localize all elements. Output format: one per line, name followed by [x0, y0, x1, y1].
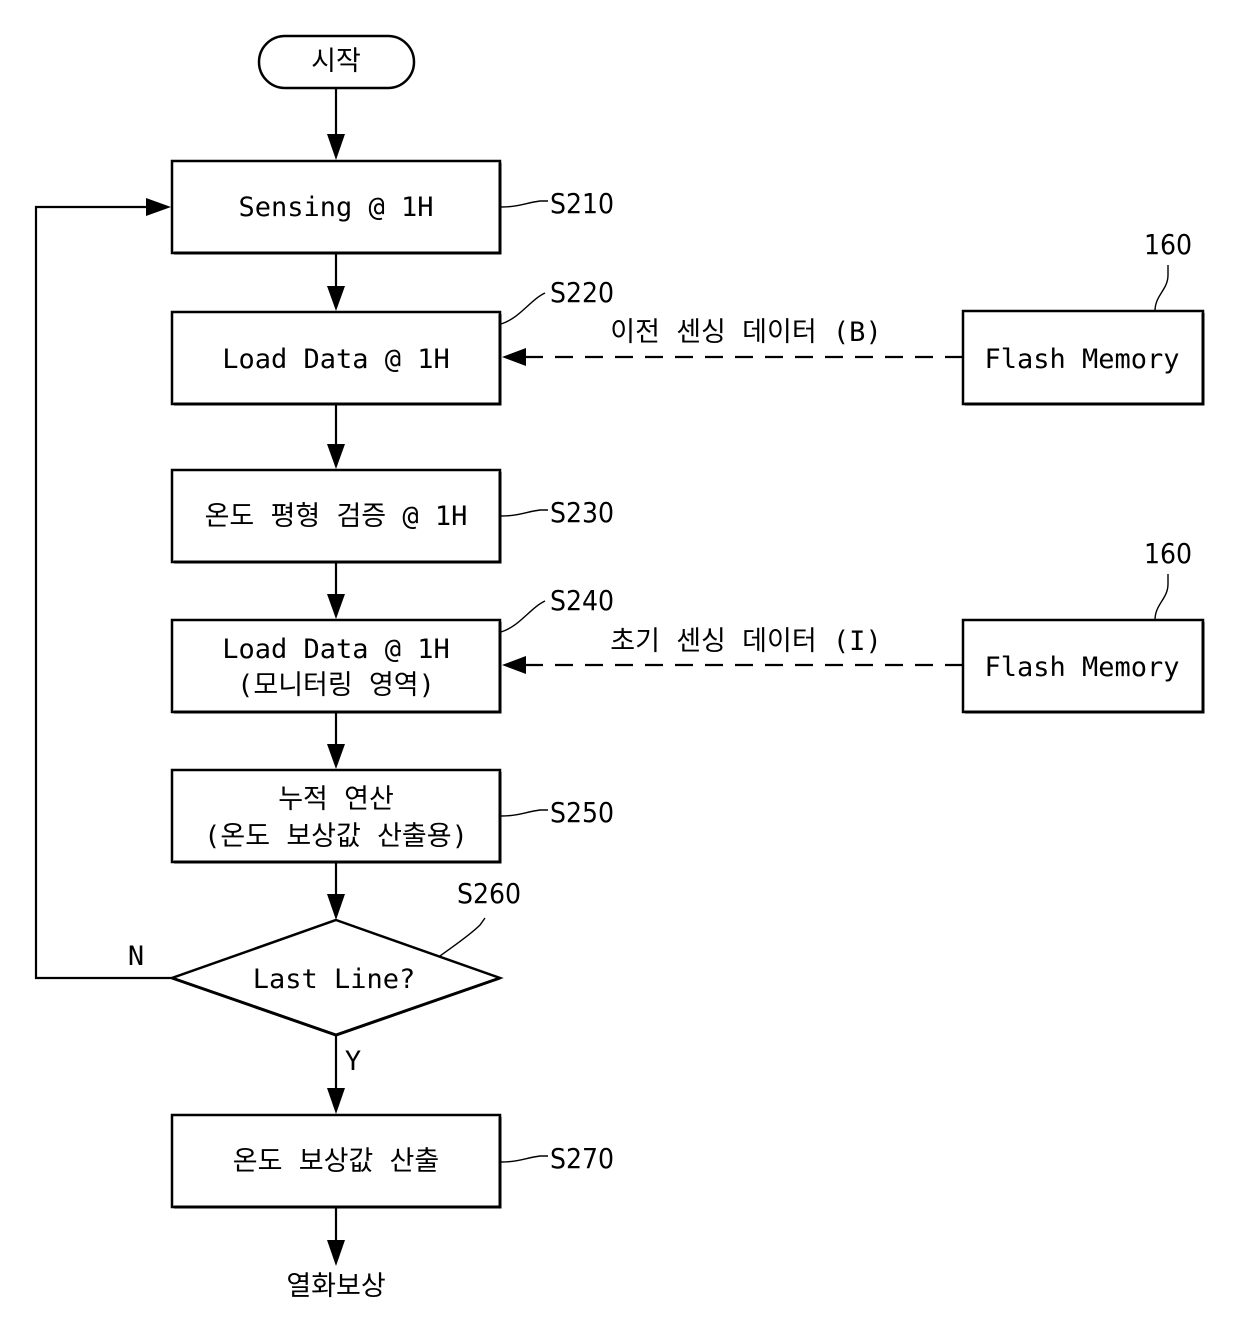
- step-s270-text: 온도 보상값 산출: [233, 1146, 439, 1177]
- ref-label-s250: S250: [550, 796, 614, 829]
- connector-s240-s250: [327, 712, 345, 769]
- start-label: 시작: [311, 46, 361, 77]
- dashed-connector-memory2-s240: [502, 656, 963, 674]
- step-s250-text-line2: (온도 보상값 산출용): [204, 821, 468, 852]
- connector-s270-end: [327, 1207, 345, 1266]
- arrow-down-icon: [327, 1240, 345, 1266]
- arrow-down-icon: [327, 594, 345, 619]
- flash-memory-2-label: Flash Memory: [984, 652, 1179, 683]
- leader-s270: [500, 1156, 548, 1162]
- edge-label-initial-sensing-data: 초기 센싱 데이터 (I): [610, 626, 881, 657]
- arrow-down-icon: [327, 744, 345, 769]
- dashed-connector-memory1-s220: [502, 348, 963, 366]
- ref-label-s210: S210: [550, 187, 614, 220]
- arrow-down-icon: [327, 894, 345, 920]
- flash-memory-box-2: Flash Memory: [963, 620, 1203, 712]
- arrow-left-icon: [502, 348, 526, 366]
- connector-s230-s240: [327, 562, 345, 619]
- ref-label-s230: S230: [550, 496, 614, 529]
- ref-label-memory-1: 160: [1144, 228, 1192, 261]
- decision-s260-text: Last Line?: [253, 964, 416, 995]
- arrow-right-icon: [146, 198, 171, 216]
- loop-back-no-branch: [36, 198, 172, 978]
- decision-diamond-s260: Last Line?: [172, 920, 500, 1035]
- step-box-s270: 온도 보상값 산출: [172, 1115, 500, 1207]
- leader-s250: [500, 810, 548, 816]
- step-box-s210: Sensing @ 1H: [172, 161, 500, 253]
- leader-s240: [501, 601, 545, 632]
- ref-label-memory-2: 160: [1144, 537, 1192, 570]
- connector-s250-s260: [327, 862, 345, 920]
- edge-label-previous-sensing-data: 이전 센싱 데이터 (B): [610, 317, 881, 348]
- leader-s210: [500, 201, 548, 207]
- connector-s260-s270: [327, 1035, 345, 1114]
- step-box-s220: Load Data @ 1H: [172, 312, 500, 404]
- step-box-s230: 온도 평형 검증 @ 1H: [172, 470, 500, 562]
- leader-memory-2: [1155, 574, 1168, 620]
- no-branch-label: N: [128, 941, 144, 972]
- start-terminal: 시작: [259, 36, 414, 88]
- arrow-down-icon: [327, 286, 345, 311]
- ref-label-s220: S220: [550, 276, 614, 309]
- flash-memory-1-label: Flash Memory: [984, 344, 1179, 375]
- step-s210-text: Sensing @ 1H: [238, 192, 433, 223]
- step-box-s240: Load Data @ 1H (모니터링 영역): [172, 620, 500, 712]
- leader-s260: [440, 918, 485, 956]
- ref-label-s240: S240: [550, 584, 614, 617]
- end-label: 열화보상: [286, 1271, 385, 1302]
- step-s250-text-line1: 누적 연산: [278, 784, 394, 815]
- connector-s210-s220: [327, 253, 345, 311]
- leader-s220: [501, 293, 545, 324]
- arrow-down-icon: [327, 1088, 345, 1114]
- flash-memory-box-1: Flash Memory: [963, 311, 1203, 404]
- connector-start-s210: [327, 88, 345, 160]
- step-s230-text: 온도 평형 검증 @ 1H: [205, 501, 468, 532]
- arrow-down-icon: [327, 444, 345, 469]
- arrow-left-icon: [502, 656, 526, 674]
- leader-s230: [500, 510, 548, 516]
- ref-label-s270: S270: [550, 1142, 614, 1175]
- connector-s220-s230: [327, 404, 345, 469]
- yes-branch-label: Y: [345, 1046, 361, 1077]
- leader-memory-1: [1155, 265, 1168, 311]
- arrow-down-icon: [327, 134, 345, 160]
- step-s240-text-line2: (모니터링 영역): [237, 670, 435, 701]
- step-s240-text-line1: Load Data @ 1H: [222, 634, 450, 665]
- ref-label-s260: S260: [457, 877, 521, 910]
- step-s220-text: Load Data @ 1H: [222, 344, 450, 375]
- step-box-s250: 누적 연산 (온도 보상값 산출용): [172, 770, 500, 862]
